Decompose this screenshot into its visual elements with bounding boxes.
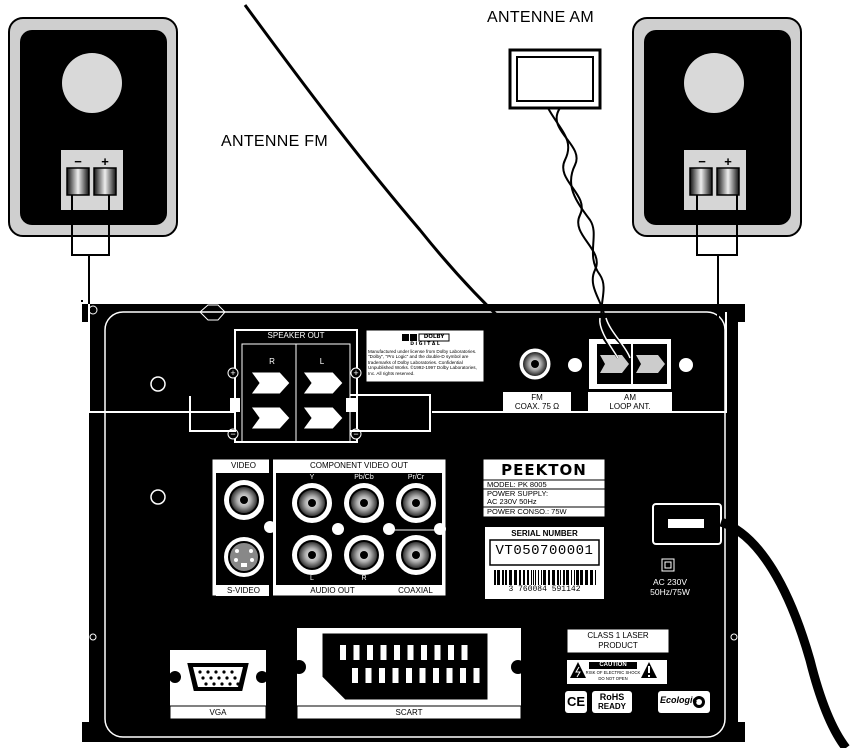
vga-label: VGA bbox=[209, 708, 227, 717]
coaxial-label: COAXIAL bbox=[398, 586, 433, 595]
am-label-1: AM bbox=[624, 393, 636, 402]
rca-audio-l bbox=[292, 535, 332, 575]
video-label: VIDEO bbox=[231, 461, 256, 470]
caution-label bbox=[567, 660, 667, 684]
am-antenna-wire bbox=[547, 107, 631, 359]
rating-plate bbox=[482, 458, 606, 518]
audio-l-label: L bbox=[310, 575, 314, 582]
am-antenna-wire-inner bbox=[599, 317, 631, 359]
svg-text:+: + bbox=[230, 368, 235, 378]
laser-label-1: CLASS 1 LASER bbox=[587, 631, 649, 640]
power-inlet bbox=[652, 503, 850, 748]
right-speaker bbox=[632, 17, 802, 237]
ac-rating-1: AC 230V bbox=[652, 577, 688, 587]
audio-r-label: R bbox=[361, 575, 367, 582]
speaker-wire-connectors bbox=[230, 398, 356, 412]
caution-line-1: RISK OF ELECTRIC SHOCK bbox=[585, 670, 641, 675]
ecologic-mark: Ecologic bbox=[660, 695, 698, 705]
vga-port bbox=[169, 650, 268, 720]
model-label: MODEL: PK 8005 bbox=[487, 480, 547, 489]
s-video-label: S-VIDEO bbox=[227, 586, 260, 595]
s-video-jack bbox=[224, 537, 264, 577]
rca-video bbox=[224, 480, 264, 520]
speaker-wires-inner bbox=[88, 304, 727, 432]
svg-text:−: − bbox=[353, 429, 358, 439]
speaker-right-label: R bbox=[269, 357, 275, 366]
left-speaker-plus: + bbox=[101, 154, 109, 169]
rca-audio-r bbox=[344, 535, 384, 575]
speaker-left-label: L bbox=[319, 357, 325, 366]
am-loop-antenna bbox=[508, 48, 602, 110]
caution-title: CAUTION bbox=[599, 662, 627, 668]
dolby-label bbox=[365, 329, 485, 383]
am-antenna-label: ANTENNE AM bbox=[487, 9, 595, 26]
speaker-out-block: + + − − bbox=[227, 329, 362, 443]
dolby-notice: Manufactured under license from Dolby La… bbox=[368, 349, 477, 376]
brand-logo: PEEKTON bbox=[501, 461, 587, 479]
rca-y bbox=[292, 483, 332, 523]
scart-port bbox=[292, 628, 525, 720]
right-speaker-cone bbox=[684, 53, 744, 113]
rca-pr-cr bbox=[396, 483, 436, 523]
fm-antenna-jack bbox=[503, 347, 571, 413]
ac-rating-2: 50Hz/75W bbox=[650, 587, 690, 597]
rohs-mark-1: RoHS bbox=[599, 692, 625, 702]
rca-pb-cb bbox=[344, 483, 384, 523]
barcode bbox=[494, 570, 596, 586]
rca-coaxial bbox=[396, 535, 436, 575]
ce-mark: CE bbox=[566, 694, 586, 709]
left-speaker-minus: − bbox=[74, 154, 82, 169]
pr-cr-label: Pr/Cr bbox=[407, 474, 425, 481]
left-speaker-cone bbox=[62, 53, 122, 113]
svg-text:+: + bbox=[353, 368, 358, 378]
pb-cb-label: Pb/Cb bbox=[354, 474, 374, 481]
am-label-2: LOOP ANT. bbox=[609, 402, 651, 411]
y-label: Y bbox=[309, 474, 315, 481]
svg-text:−: − bbox=[230, 429, 235, 439]
scart-label: SCART bbox=[395, 708, 423, 717]
av-output-block bbox=[211, 458, 447, 597]
fm-label-1: FM bbox=[531, 393, 543, 402]
serial-number: VT050700001 bbox=[495, 543, 594, 559]
speaker-out-label: SPEAKER OUT bbox=[267, 331, 325, 340]
audio-out-label: AUDIO OUT bbox=[310, 586, 355, 595]
laser-label-2: PRODUCT bbox=[598, 641, 638, 650]
am-antenna-terminals bbox=[568, 337, 693, 413]
left-speaker bbox=[8, 17, 178, 237]
dolby-sub: D I G I T A L bbox=[410, 342, 440, 347]
power-consumption-label: POWER CONSO.: 75W bbox=[487, 507, 567, 516]
barcode-digits: 3 760084 591142 bbox=[490, 585, 599, 594]
laser-label-box bbox=[566, 628, 670, 654]
dolby-brand: DOLBY bbox=[423, 334, 445, 340]
fm-label-2: COAX. 75 Ω bbox=[514, 402, 560, 411]
power-supply-label: POWER SUPPLY: bbox=[487, 489, 549, 498]
right-speaker-plus: + bbox=[724, 154, 732, 169]
rohs-mark-2: READY bbox=[597, 702, 626, 711]
fm-antenna-label: ANTENNE FM bbox=[221, 133, 328, 150]
compliance-marks bbox=[565, 691, 710, 713]
caution-line-2: DO NOT OPEN bbox=[598, 676, 628, 681]
right-speaker-minus: − bbox=[698, 154, 706, 169]
power-supply-value: AC 230V 50Hz bbox=[487, 497, 537, 506]
serial-title: SERIAL NUMBER bbox=[511, 529, 578, 538]
component-video-label: COMPONENT VIDEO OUT bbox=[309, 461, 409, 470]
fm-antenna-wire bbox=[243, 4, 534, 350]
